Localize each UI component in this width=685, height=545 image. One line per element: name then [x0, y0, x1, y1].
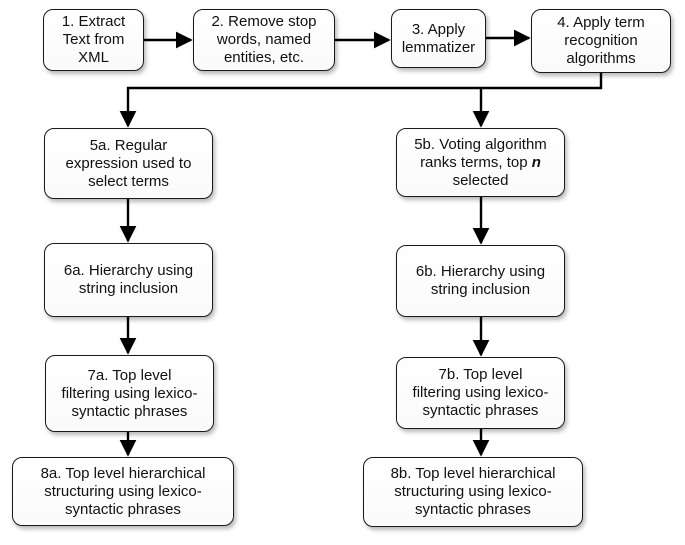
node-text-line: entities, etc.	[223, 49, 305, 66]
italic-variable: n	[531, 153, 541, 171]
node-text-line: 1. Extract	[61, 13, 126, 30]
node-text-line: expression used to	[65, 154, 192, 172]
node-text-line: algorithms	[566, 50, 636, 67]
node-text-line: structuring using lexico-	[394, 483, 552, 500]
node-text-line: 6a. Hierarchy using	[63, 262, 194, 279]
node-text-line: filtering using lexico-	[412, 384, 549, 401]
node-text-line: 7b. Top level	[438, 366, 523, 383]
node-text-line: 5a. Regular	[89, 136, 168, 154]
node-text-line: words, named	[216, 31, 312, 48]
node-text-line: syntactic phrases	[415, 501, 531, 518]
node-text-line: 7a. Top level	[87, 366, 172, 384]
node-text-line: syntactic phrases	[71, 402, 188, 420]
node-text-line: syntactic phrases	[65, 500, 181, 518]
node-text-line: 2. Remove stop	[211, 13, 317, 30]
node-text-line: 8a. Top level hierarchical	[40, 464, 206, 482]
node-text-line: structuring using lexico-	[44, 482, 202, 500]
node-text-line: Text from	[62, 31, 125, 48]
node-text-line: selected	[452, 171, 509, 189]
node-text-line: select terms	[88, 172, 169, 190]
node-text-line: 8b. Top level hierarchical	[390, 465, 556, 482]
node-text-line: 5b. Voting algorithm	[414, 135, 547, 153]
node-text-line: filtering using lexico-	[61, 384, 198, 402]
arrow-4-to-5a	[119, 73, 603, 128]
node-text-line: string inclusion	[78, 280, 179, 297]
node-text-line: recognition	[564, 32, 638, 49]
node-text-line: 4. Apply term	[557, 14, 645, 31]
node-text-line: ranks terms, top n	[420, 153, 541, 171]
node-text-line: 3. Apply	[411, 20, 466, 38]
node-text-line: 6b. Hierarchy using	[415, 263, 546, 280]
node-text-line: string inclusion	[430, 281, 531, 298]
node-text-line: syntactic phrases	[422, 402, 539, 419]
node-text-line: lemmatizer	[401, 38, 476, 56]
node-text-line: XML	[78, 49, 109, 66]
